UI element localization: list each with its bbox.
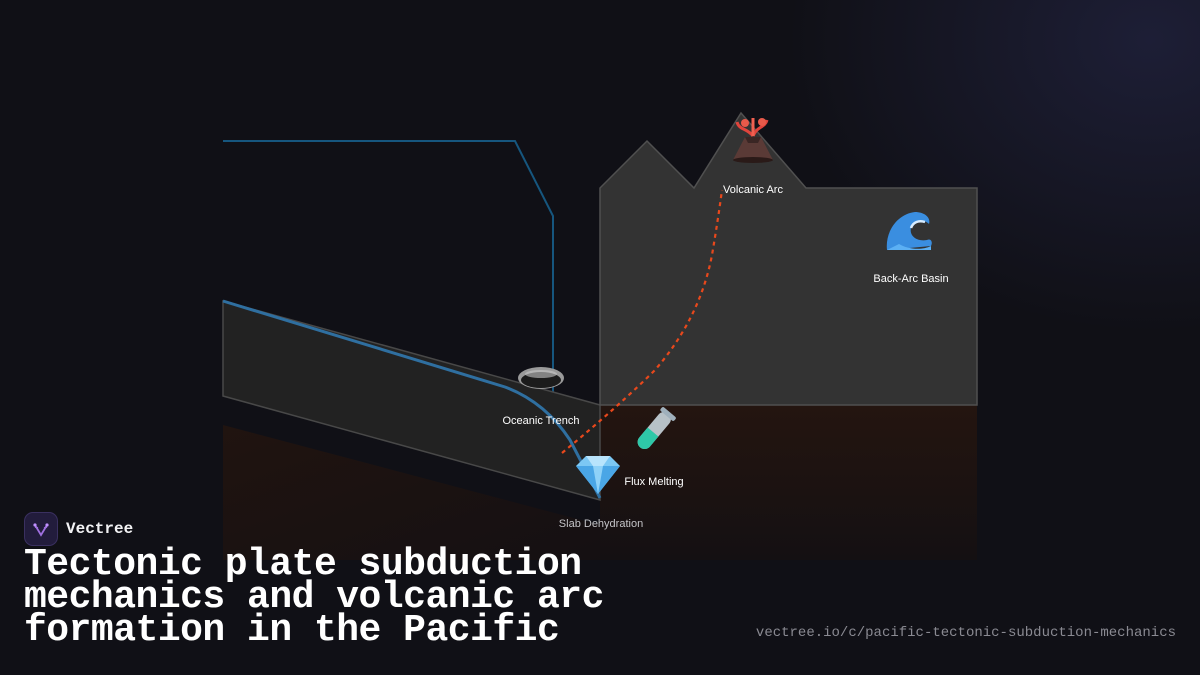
mantle-under-oceanic-plate [223,425,600,560]
trench-icon [518,367,564,389]
continental-plate [599,111,978,406]
flux-melting-label: Flux Melting [624,476,683,488]
volcano-icon [733,118,773,163]
test-tube-icon [637,407,676,449]
vectree-logo-icon [33,523,49,537]
volcanic-arc-label: Volcanic Arc [723,184,783,196]
source-url[interactable]: vectree.io/c/pacific-tectonic-subduction… [755,625,1176,641]
brand: Vectree [24,512,133,546]
back-arc-basin-label: Back-Arc Basin [873,273,948,285]
oceanic-trench-label: Oceanic Trench [502,415,579,427]
slab-dehydration-label: Slab Dehydration [559,518,643,530]
vectree-logo [24,512,58,546]
brand-name: Vectree [66,520,134,538]
page-title: Tectonic plate subduction mechanics and … [24,543,604,652]
subducting-slab-line [222,299,602,499]
wave-icon [886,212,932,250]
gem-icon [576,456,620,494]
magma-path [561,189,724,454]
oceanic-plate [222,300,601,501]
ocean-outline [223,140,554,405]
